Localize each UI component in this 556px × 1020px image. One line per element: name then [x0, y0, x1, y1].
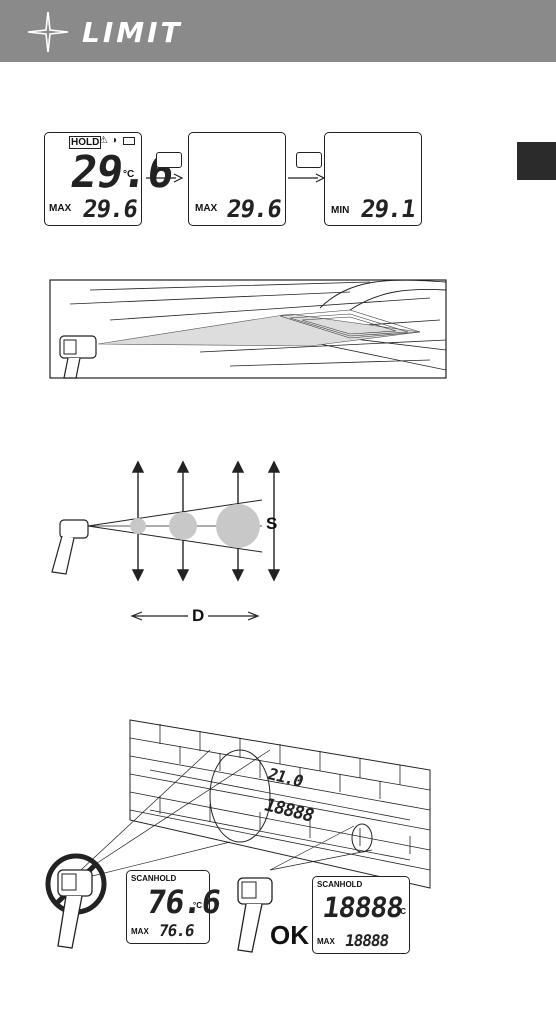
- scan-surface-illustration: [50, 280, 450, 380]
- max-reading: 76.6: [158, 921, 195, 940]
- brand-name: LIMIT: [82, 16, 183, 49]
- spot-large: [216, 504, 260, 548]
- battery-icon: [123, 137, 135, 145]
- lcd-display-wrong: SCANHOLD 76.6 °C MAX 76.6: [126, 870, 210, 944]
- cross-star-logo-icon: [26, 10, 70, 54]
- arrow-right-icon: [288, 172, 324, 184]
- scan-hold-status: SCANHOLD: [317, 880, 362, 889]
- max-reading: 29.6: [225, 195, 283, 223]
- distance-spot-diagram: [48, 460, 308, 640]
- thermometer-icon: [60, 520, 88, 538]
- spot-size-label: S: [266, 514, 277, 534]
- max-label: MAX: [131, 927, 149, 936]
- ok-label: OK: [270, 920, 309, 951]
- lcd-display-ok: SCANHOLD 18888 °C MAX 18888: [312, 876, 410, 954]
- mode-button-icon: [296, 152, 322, 168]
- main-reading: 18888: [321, 891, 405, 924]
- max-reading: 18888: [344, 931, 390, 950]
- min-reading: 29.1: [359, 195, 417, 223]
- lcd-display-2: MAX 29.6: [188, 132, 286, 226]
- section-tab-marker: [517, 142, 556, 180]
- arrow-right-icon: [146, 172, 182, 184]
- spot-small: [130, 518, 146, 534]
- distance-label: D: [188, 606, 208, 626]
- main-reading: 76.6: [144, 883, 222, 921]
- laser-icon: ◑: [111, 135, 117, 146]
- unit-label: °C: [397, 907, 406, 916]
- max-label: MAX: [49, 203, 71, 214]
- max-reading: 29.6: [81, 195, 139, 223]
- max-label: MAX: [317, 937, 335, 946]
- lcd-display-3: MIN 29.1: [324, 132, 422, 226]
- spot-medium: [169, 512, 197, 540]
- warning-icon: ⚠: [99, 135, 108, 146]
- max-label: MAX: [195, 203, 217, 214]
- thermometer-icon: [50, 862, 100, 952]
- unit-label: °C: [123, 169, 134, 180]
- lcd-display-1: HOLD ⚠ ◑ 29.6 °C MAX 29.6: [44, 132, 142, 226]
- scan-hold-status: SCANHOLD: [131, 874, 176, 883]
- min-label: MIN: [331, 205, 349, 216]
- mode-button-icon: [156, 152, 182, 168]
- page-header: LIMIT: [0, 0, 556, 62]
- unit-label: °C: [193, 901, 202, 910]
